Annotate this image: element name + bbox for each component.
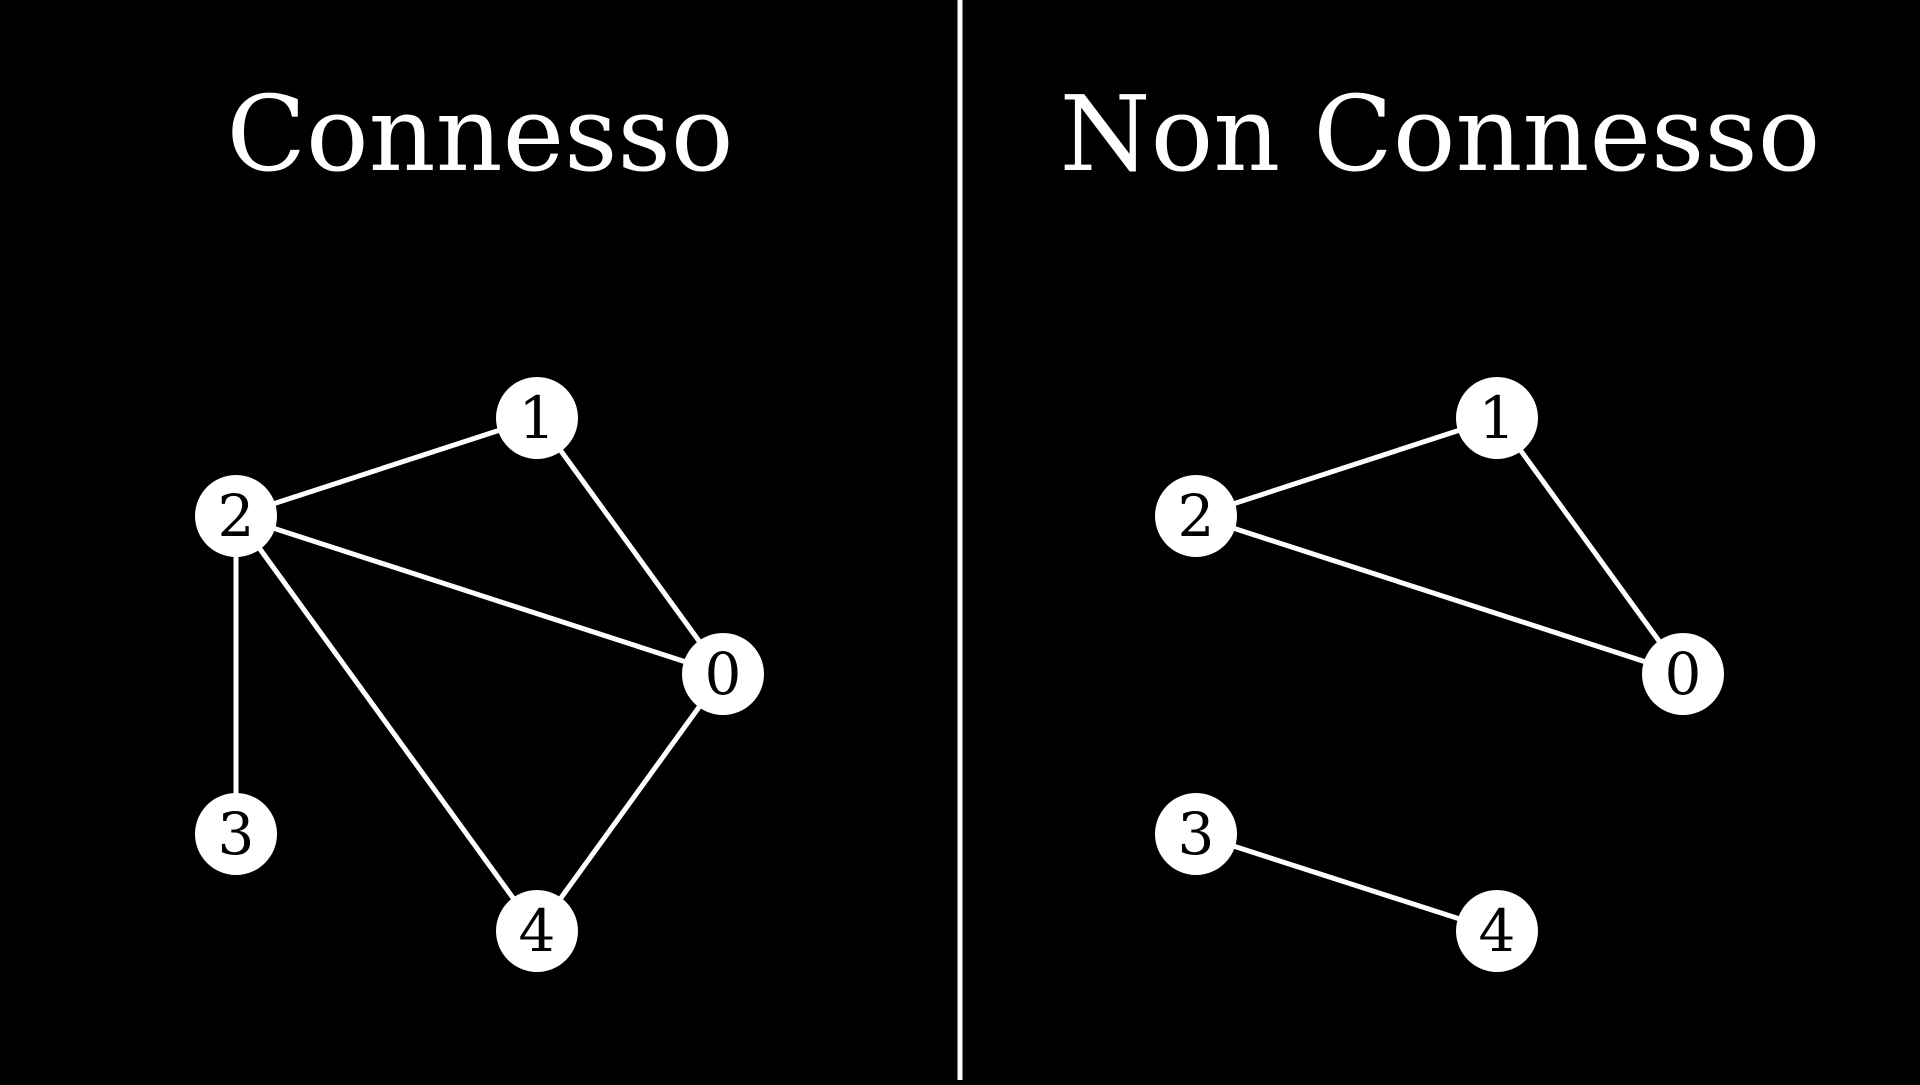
edge-2-0 (233, 513, 726, 677)
node-label: 3 (218, 800, 255, 868)
node-2: 2 (195, 475, 277, 557)
connected-panel-title: Connesso (226, 73, 733, 195)
node-label: 2 (1178, 482, 1215, 550)
node-label: 0 (705, 640, 742, 708)
node-1: 1 (496, 377, 578, 459)
edge-2-0 (1193, 513, 1686, 677)
node-circle (195, 793, 277, 875)
node-circle (682, 633, 764, 715)
node-label: 2 (218, 482, 255, 550)
disconnected-graph-edges (1193, 415, 1686, 934)
node-circle (1642, 633, 1724, 715)
node-label: 4 (519, 897, 556, 965)
node-3: 3 (1155, 793, 1237, 875)
edge-0-4 (534, 671, 726, 934)
edge-2-1 (1193, 415, 1500, 519)
edge-1-0 (1494, 415, 1686, 677)
node-circle (195, 475, 277, 557)
node-circle (1456, 890, 1538, 972)
node-0: 0 (1642, 633, 1724, 715)
edge-1-0 (534, 415, 726, 677)
node-circle (1155, 475, 1237, 557)
node-0: 0 (682, 633, 764, 715)
node-label: 1 (519, 384, 556, 452)
disconnected-panel-title: Non Connesso (1060, 73, 1821, 195)
node-circle (1456, 377, 1538, 459)
node-3: 3 (195, 793, 277, 875)
node-2: 2 (1155, 475, 1237, 557)
node-label: 0 (1665, 640, 1702, 708)
node-1: 1 (1456, 377, 1538, 459)
disconnected-graph-nodes: 0 1 2 3 4 (1155, 377, 1724, 972)
node-4: 4 (496, 890, 578, 972)
node-label: 3 (1178, 800, 1215, 868)
node-4: 4 (1456, 890, 1538, 972)
edge-2-4 (233, 513, 540, 934)
node-label: 1 (1479, 384, 1516, 452)
node-circle (1155, 793, 1237, 875)
disconnected-graph-panel: Non Connesso 0 1 2 3 4 (1060, 73, 1821, 972)
node-circle (496, 377, 578, 459)
node-circle (496, 890, 578, 972)
connected-graph-panel: Connesso 0 1 2 3 4 (195, 73, 764, 972)
edge-2-1 (233, 415, 540, 519)
edge-3-4 (1193, 831, 1500, 934)
connected-graph-edges (233, 415, 726, 934)
node-label: 4 (1479, 897, 1516, 965)
connected-graph-nodes: 0 1 2 3 4 (195, 377, 764, 972)
